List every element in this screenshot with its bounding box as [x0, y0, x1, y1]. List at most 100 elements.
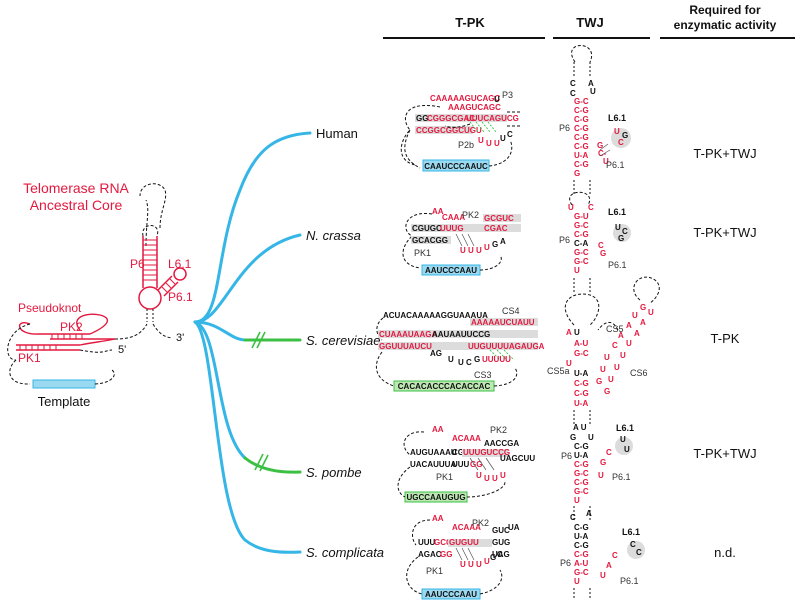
svg-text:ACAAA: ACAAA: [452, 434, 481, 443]
svg-text:C-G: C-G: [574, 442, 589, 451]
svg-text:UUU: UUU: [452, 460, 470, 469]
activity-column: T-PK+TWJ T-PK+TWJ T-PK T-PK+TWJ n.d.: [693, 146, 756, 560]
svg-text:AGAC: AGAC: [418, 550, 442, 559]
header-required-2: enzymatic activity: [674, 18, 777, 32]
svg-text:U: U: [468, 246, 474, 255]
svg-text:CGGGCGAC: CGGGCGAC: [427, 114, 475, 123]
core-template-label: Template: [38, 394, 91, 409]
svg-text:G-C: G-C: [574, 257, 589, 266]
core-pk2-label: PK2: [60, 320, 83, 334]
svg-text:UGCCAAUGUG: UGCCAAUGUG: [406, 493, 465, 502]
svg-text:PK1: PK1: [414, 248, 431, 258]
tpk-human: CAAAAAGUCAGC AAAGUCAGC U P3 GG CGGGCGAC …: [400, 90, 520, 172]
svg-text:U: U: [588, 433, 594, 442]
svg-text:P6: P6: [560, 558, 571, 568]
svg-text:U: U: [614, 363, 620, 372]
svg-text:GCC: GCC: [434, 538, 452, 547]
species-human: Human: [316, 126, 358, 141]
svg-text:CAAUCCCAAUC: CAAUCCCAAUC: [424, 162, 488, 171]
svg-text:G-C: G-C: [574, 248, 589, 257]
svg-text:AA: AA: [432, 514, 444, 523]
svg-text:UUUUU: UUUUU: [482, 355, 511, 364]
svg-text:C-G: C-G: [574, 115, 589, 124]
svg-text:ACUACAAAAAGGUAAAUA: ACUACAAAAAGGUAAAUA: [383, 311, 488, 320]
tpk-spombe: AA ACAAA PK2 AACCGA AUGUAAAU CG UUUGUCCG…: [397, 425, 535, 503]
svg-text:U: U: [624, 445, 630, 454]
svg-text:GUGUU: GUGUU: [449, 538, 479, 547]
svg-text:C: C: [606, 448, 612, 457]
svg-text:U: U: [574, 577, 580, 586]
core-title-2: Ancestral Core: [30, 197, 123, 213]
svg-text:U: U: [476, 126, 482, 135]
svg-text:G-C: G-C: [574, 568, 589, 577]
svg-text:UA: UA: [508, 523, 520, 532]
phylogenetic-tree: [193, 131, 312, 554]
svg-text:C-G: C-G: [574, 460, 589, 469]
svg-text:C-G: C-G: [574, 230, 589, 239]
svg-text:C: C: [497, 550, 503, 559]
svg-text:U: U: [476, 471, 482, 480]
svg-text:GUC: GUC: [492, 526, 510, 535]
svg-text:PK1: PK1: [426, 566, 443, 576]
svg-text:PK2: PK2: [472, 518, 489, 528]
svg-text:U: U: [574, 496, 580, 505]
svg-text:AAAGUCAGC: AAAGUCAGC: [448, 103, 501, 112]
svg-text:G: G: [600, 249, 606, 258]
svg-text:GG: GG: [440, 550, 452, 559]
svg-text:A U: A U: [573, 423, 587, 432]
svg-text:U: U: [600, 571, 606, 580]
svg-text:A: A: [634, 329, 640, 338]
svg-text:AAUCCCAAU: AAUCCCAAU: [425, 266, 477, 275]
activity-human: T-PK+TWJ: [693, 146, 756, 161]
svg-text:A: A: [640, 318, 646, 327]
svg-text:U-A: U-A: [574, 151, 588, 160]
tpk-scerevisiae: ACUACAAAAAGGUAAAUA AAAAAUCUAUU CS4 CUAAA…: [375, 306, 545, 392]
svg-text:G-C: G-C: [574, 349, 589, 358]
svg-text:U: U: [608, 375, 614, 384]
activity-ncrassa: T-PK+TWJ: [693, 225, 756, 240]
svg-text:AA: AA: [432, 207, 444, 216]
svg-text:C: C: [618, 138, 624, 147]
svg-text:AG: AG: [430, 349, 442, 358]
svg-text:C: C: [570, 513, 576, 522]
svg-text:CCGGCGGCUG: CCGGCGGCUG: [416, 126, 476, 135]
svg-text:G: G: [622, 131, 628, 140]
svg-text:PK2: PK2: [462, 210, 479, 220]
svg-text:P6.1: P6.1: [606, 160, 625, 170]
svg-text:C-G: C-G: [574, 389, 589, 398]
svg-text:U: U: [468, 560, 474, 569]
core-pseudoknot-label: Pseudoknot: [18, 301, 82, 315]
svg-text:C-A: C-A: [574, 239, 588, 248]
core-pk1-label: PK1: [18, 351, 41, 365]
svg-text:UAGCUU: UAGCUU: [500, 454, 535, 463]
svg-text:G: G: [597, 141, 603, 150]
svg-text:U: U: [566, 359, 572, 368]
svg-text:P3: P3: [502, 90, 513, 100]
header-required-1: Required for: [689, 3, 761, 17]
svg-text:A: A: [626, 321, 632, 330]
svg-text:C-G: C-G: [574, 160, 589, 169]
svg-text:C: C: [570, 79, 576, 88]
svg-text:U: U: [494, 139, 500, 148]
svg-text:U: U: [614, 127, 620, 136]
svg-text:C: C: [588, 203, 594, 212]
svg-text:C-G: C-G: [574, 133, 589, 142]
svg-text:G-C: G-C: [574, 97, 589, 106]
svg-text:P6.1: P6.1: [608, 260, 627, 270]
svg-text:U: U: [590, 87, 596, 96]
svg-text:C-G: C-G: [574, 478, 589, 487]
svg-text:U: U: [648, 308, 654, 317]
column-headers: T-PK TWJ Required for enzymatic activity: [383, 3, 795, 39]
svg-text:C: C: [630, 540, 636, 549]
svg-text:U: U: [476, 246, 482, 255]
svg-text:G-C: G-C: [574, 221, 589, 230]
svg-text:U: U: [603, 157, 609, 166]
svg-text:A: A: [618, 331, 624, 340]
svg-text:P6.1: P6.1: [620, 576, 639, 586]
svg-text:C-G: C-G: [574, 550, 589, 559]
svg-text:U: U: [460, 246, 466, 255]
